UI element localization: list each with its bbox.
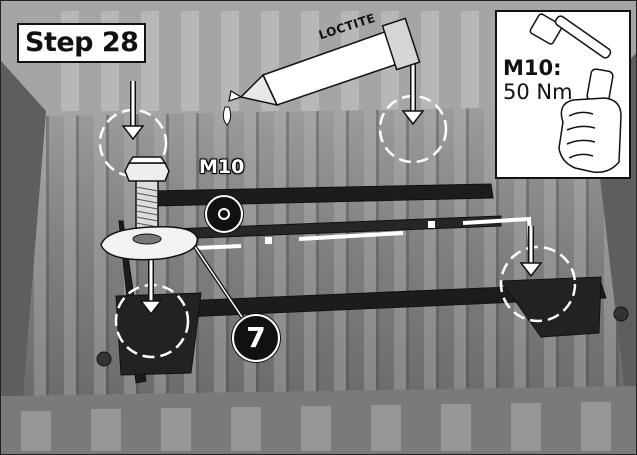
step-title: Step 28 (17, 23, 146, 63)
torque-bolt-label: M10: (503, 56, 562, 80)
torque-spec-panel: M10: 50 Nm (495, 10, 631, 179)
torque-value: 50 Nm (503, 80, 573, 104)
bolt-size-label: M10 (199, 156, 244, 178)
part-callout: 7 (232, 314, 280, 362)
bolt-symbol-icon (205, 195, 243, 233)
